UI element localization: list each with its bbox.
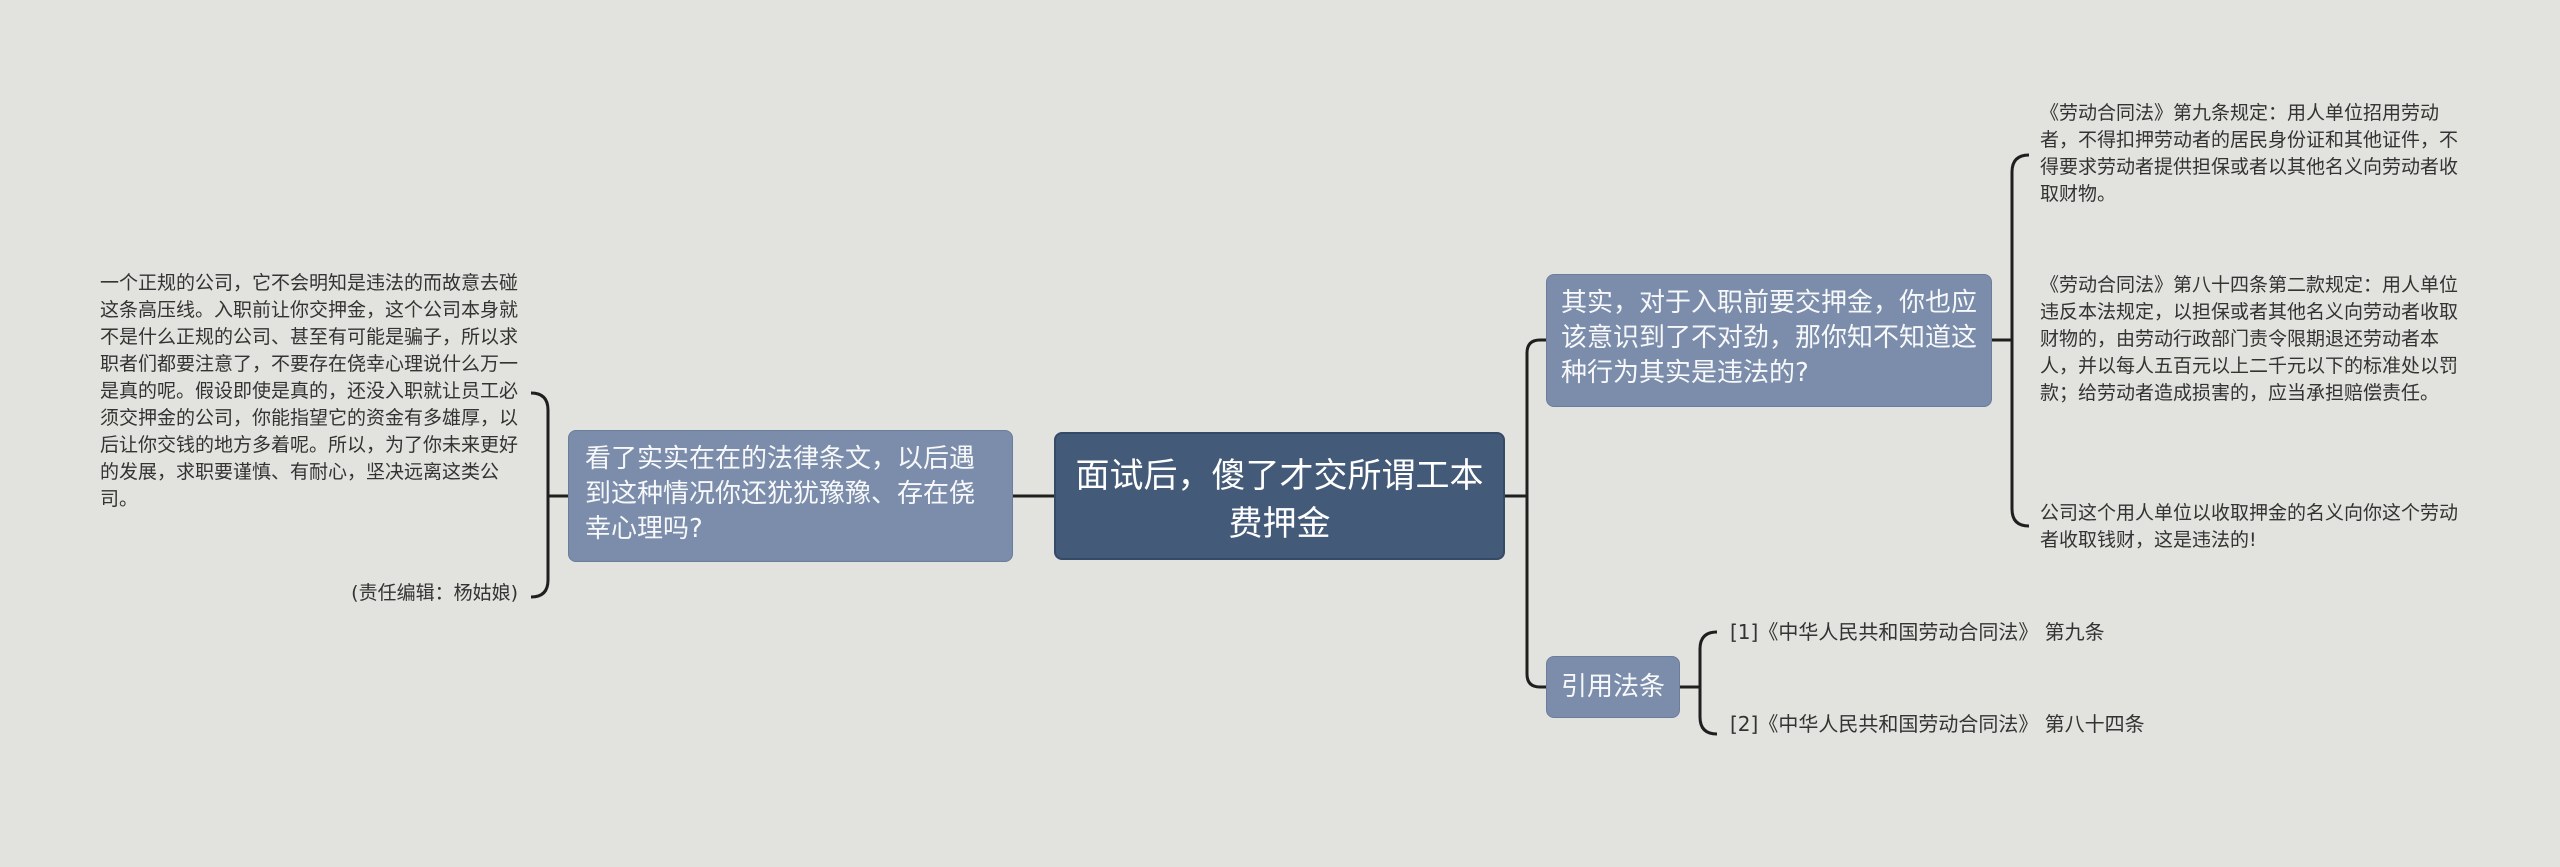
leaf-article-84[interactable]: 《劳动合同法》第八十四条第二款规定：用人单位违反本法规定，以担保或者其他名义向劳… (2040, 274, 2459, 404)
leaf-citation-2[interactable]: [2]《中华人民共和国劳动合同法》 第八十四条 (1730, 712, 2145, 736)
branch-question-label: 看了实实在在的法律条文，以后遇到这种情况你还犹犹豫豫、存在侥幸心理吗? (585, 444, 976, 544)
root-topic-label: 面试后，傻了才交所谓工本费押金 (1075, 456, 1484, 544)
branch-question[interactable]: 看了实实在在的法律条文，以后遇到这种情况你还犹犹豫豫、存在侥幸心理吗? (568, 430, 1013, 562)
connector-right-trunk (1525, 338, 1546, 689)
leaf-article-9[interactable]: 《劳动合同法》第九条规定：用人单位招用劳动者，不得扣押劳动者的居民身份证和其他证… (2040, 102, 2459, 205)
branch-citations[interactable]: 引用法条 (1546, 656, 1680, 718)
leaf-conclusion[interactable]: 公司这个用人单位以收取押金的名义向你这个劳动者收取钱财，这是违法的! (2040, 502, 2459, 551)
branch-illegal[interactable]: 其实，对于入职前要交押金，你也应该意识到了不对劲，那你知不知道这种行为其实是违法… (1546, 274, 1992, 407)
connector-right-bracket (2010, 153, 2030, 528)
connector-cite-bracket (1698, 630, 1718, 736)
leaf-editor[interactable]: (责任编辑：杨姑娘) (351, 582, 518, 604)
leaf-advice[interactable]: 一个正规的公司，它不会明知是违法的而故意去碰这条高压线。入职前让你交押金，这个公… (100, 272, 519, 510)
branch-citations-label: 引用法条 (1561, 672, 1666, 702)
branch-illegal-label: 其实，对于入职前要交押金，你也应该意识到了不对劲，那你知不知道这种行为其实是违法… (1561, 288, 1978, 388)
connector-left-bracket (530, 391, 550, 599)
leaf-citation-1[interactable]: [1]《中华人民共和国劳动合同法》 第九条 (1730, 620, 2105, 644)
root-topic[interactable]: 面试后，傻了才交所谓工本费押金 (1054, 432, 1505, 560)
